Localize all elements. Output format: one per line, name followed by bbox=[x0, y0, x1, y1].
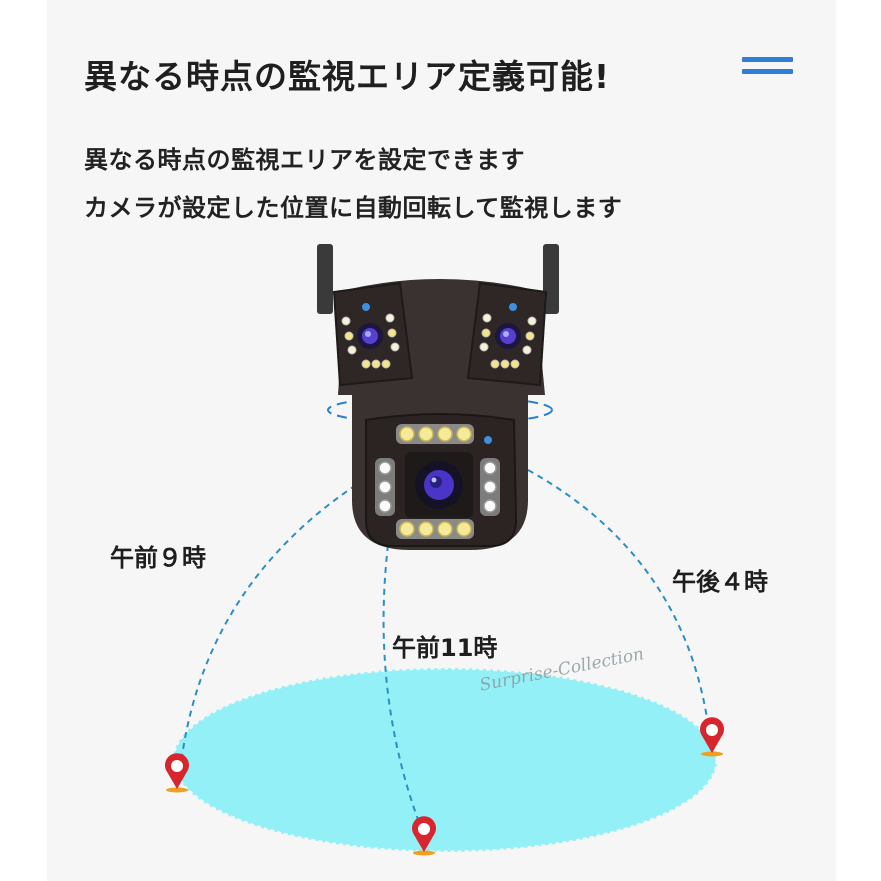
map-pin-icon-9am bbox=[165, 753, 190, 793]
ptz-camera-icon bbox=[317, 244, 559, 550]
map-pin-icon-4pm bbox=[700, 717, 724, 757]
menu-bar-bottom bbox=[742, 69, 793, 74]
monitoring-area bbox=[171, 666, 719, 854]
trajectory-4pm bbox=[527, 469, 711, 741]
map-pin-icon-11am bbox=[412, 816, 437, 856]
hamburger-menu-icon[interactable] bbox=[742, 57, 793, 77]
menu-bar-top bbox=[742, 57, 793, 62]
position-label-4pm: 午後４時 bbox=[672, 568, 768, 596]
description-line-1: 異なる時点の監視エリアを設定できます bbox=[84, 146, 525, 174]
position-label-9am: 午前９時 bbox=[110, 544, 206, 572]
position-label-11am: 午前11時 bbox=[392, 634, 498, 662]
trajectory-9am bbox=[179, 484, 357, 773]
page-title: 異なる時点の監視エリア定義可能! bbox=[84, 57, 611, 96]
description-line-2: カメラが設定した位置に自動回転して監視します bbox=[84, 194, 623, 222]
